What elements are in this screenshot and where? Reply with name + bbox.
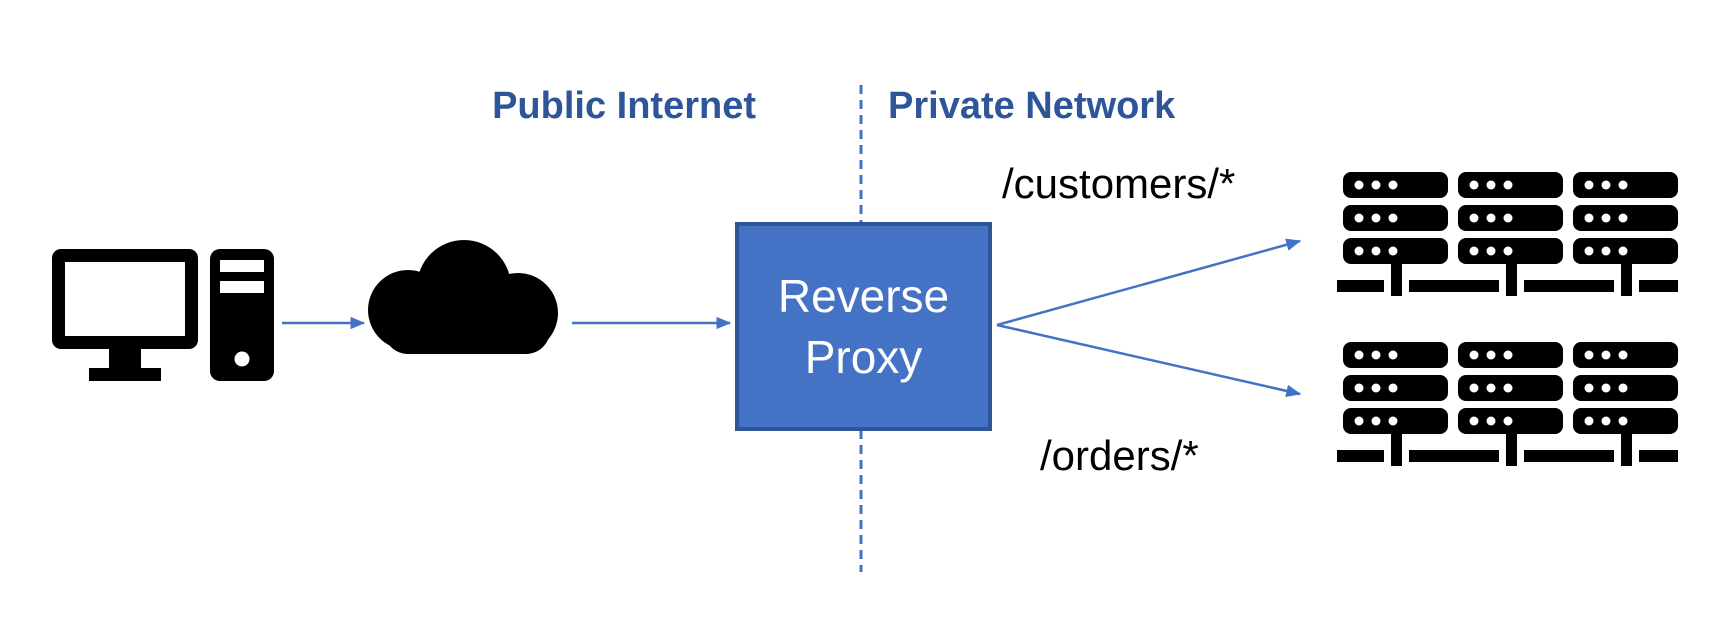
arrow-proxy-to-customers — [996, 238, 1302, 327]
proxy-box: Reverse Proxy — [735, 222, 992, 431]
route-label-customers: /customers/* — [1002, 160, 1236, 207]
proxy-label: Reverse Proxy — [777, 269, 950, 383]
server-cluster-orders-icon — [1337, 342, 1678, 466]
zone-label-private-network: Private Network — [888, 85, 1176, 127]
desktop-computer-icon — [52, 249, 274, 381]
route-label-orders: /orders/* — [1040, 432, 1199, 479]
zone-label-public-internet: Public Internet — [492, 85, 756, 127]
arrow-proxy-to-orders — [996, 323, 1302, 398]
cloud-icon — [368, 240, 558, 354]
server-cluster-customers-icon — [1337, 172, 1678, 296]
